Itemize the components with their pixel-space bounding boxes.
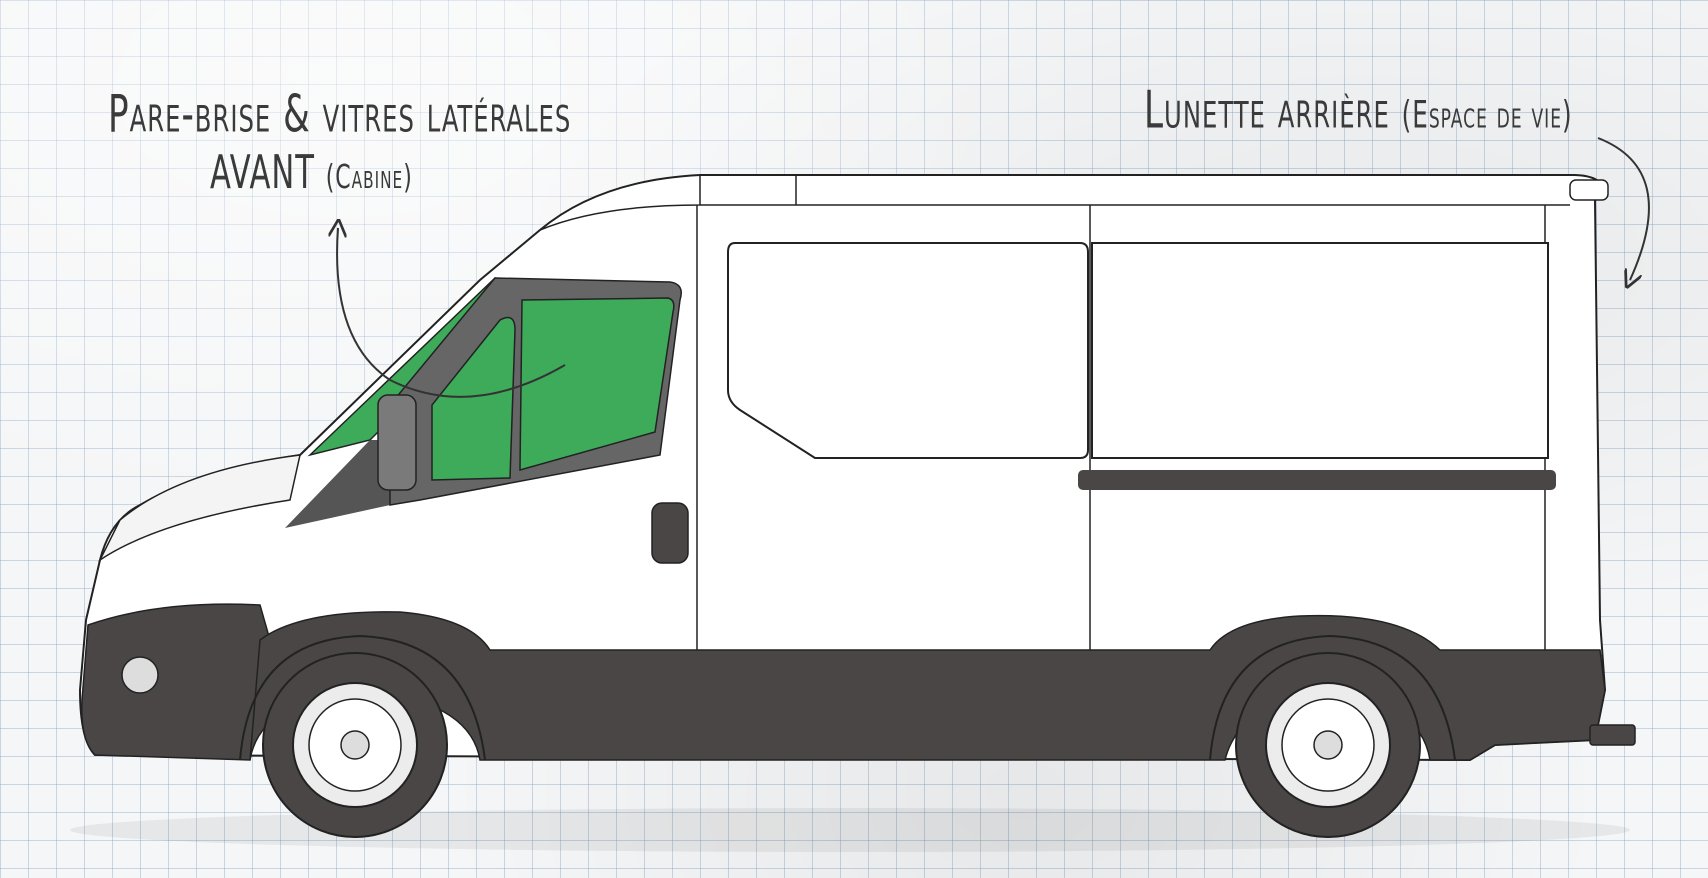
front-glass-label: Pare-brise & vitres latérales [108,84,571,143]
rear-wheel [1235,652,1421,838]
side-mirror [377,394,417,491]
door-handle [651,502,689,564]
fog-light [121,656,159,694]
front-wheel-arch [239,634,486,761]
rear-glass-label: Lunette arrière (Espace de vie) [1144,80,1573,139]
rear-step [1589,724,1636,746]
side-rub-strip [1078,470,1556,490]
rear-wheel-arch [1209,634,1456,761]
roof-line [539,175,1570,231]
hood [98,454,301,563]
rear-brake-light [1569,179,1609,201]
sliding-door-window [727,242,1089,459]
front-glass-label-line2: AVANT (Cabine) [210,146,413,200]
rear-glass-label-sub: (Espace de vie) [1401,94,1573,137]
front-bumper [81,603,271,761]
quarter-glass [431,316,516,481]
front-glass-label-sub: (Cabine) [325,156,413,196]
front-glass-label-line1: Pare-brise & vitres latérales [108,84,572,144]
rear-side-window [1091,242,1549,459]
rear-arrow [1597,137,1650,280]
ground-shadow [70,808,1630,852]
front-arrow [337,228,566,398]
a-pillar [285,440,390,528]
rear-glass-label-main: Lunette arrière [1144,80,1390,140]
side-window-glass [519,297,675,471]
front-glass-label-main: AVANT [210,146,315,200]
front-wheel [262,652,448,838]
